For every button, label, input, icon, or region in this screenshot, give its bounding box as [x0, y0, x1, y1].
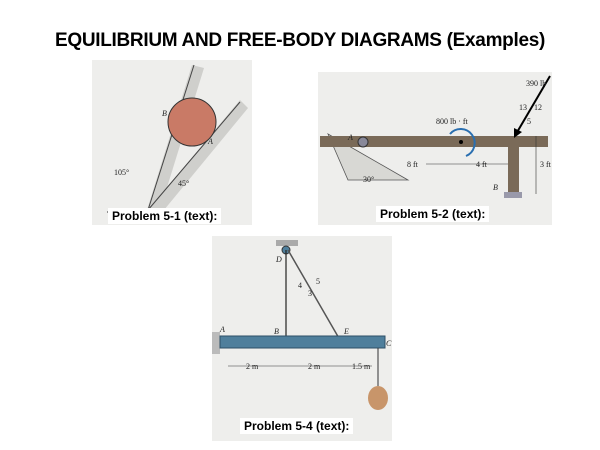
- bent-beam-diagram: 390 lb 13 12 5 800 lb · ft A B 8 ft 4 ft…: [320, 75, 552, 198]
- label-b: B: [162, 109, 167, 118]
- sphere-between-planes-diagram: B A 105° 45°: [107, 64, 248, 213]
- label-slope-12: 12: [534, 103, 542, 112]
- label-moment: 800 lb · ft: [436, 117, 469, 126]
- label-b: B: [274, 327, 279, 336]
- weight-bag: [368, 386, 388, 410]
- label-slope-13: 13: [519, 103, 527, 112]
- moment-arrow: [449, 128, 476, 157]
- label-dim-3: 1.5 m: [352, 362, 371, 371]
- label-e: E: [343, 327, 349, 336]
- sphere: [167, 97, 217, 147]
- label-b: B: [493, 183, 498, 192]
- label-slope-4: 4: [298, 281, 302, 290]
- label-dim-3: 3 ft: [540, 160, 552, 169]
- beam: [219, 335, 386, 349]
- slide-title: EQUILIBRIUM AND FREE-BODY DIAGRAMS (Exam…: [54, 30, 546, 51]
- label-dim-4: 4 ft: [476, 160, 488, 169]
- problem-5-4-caption: Problem 5-4 (text):: [240, 418, 354, 434]
- label-d: D: [275, 255, 282, 264]
- label-a: A: [219, 325, 225, 334]
- beam-vertical: [508, 136, 519, 192]
- label-slope-5: 5: [527, 117, 531, 126]
- force-arrow: [515, 75, 551, 135]
- label-slope-3: 3: [308, 289, 312, 298]
- label-dim-1: 2 m: [246, 362, 259, 371]
- label-slope-5: 5: [316, 277, 320, 286]
- beam-with-cables-diagram: D A B E C 3 4 5 2 m 2 m 1.5 m: [212, 240, 392, 410]
- label-angle-45: 45°: [178, 179, 189, 188]
- problem-5-1-figure: B A 105° 45°: [92, 60, 252, 225]
- label-a: A: [347, 133, 353, 142]
- label-angle: 30°: [363, 175, 374, 184]
- problem-5-2-caption: Problem 5-2 (text):: [376, 206, 490, 222]
- label-c: C: [386, 339, 392, 348]
- cable-de: [287, 249, 341, 341]
- label-angle-105: 105°: [114, 168, 129, 177]
- problem-5-4-figure: D A B E C 3 4 5 2 m 2 m 1.5 m: [212, 236, 392, 441]
- beam-horizontal: [320, 136, 548, 147]
- problem-5-2-figure: 390 lb 13 12 5 800 lb · ft A B 8 ft 4 ft…: [318, 72, 552, 225]
- label-dim-2: 2 m: [308, 362, 321, 371]
- right-plane: [148, 100, 248, 210]
- label-dim-8: 8 ft: [407, 160, 419, 169]
- label-force: 390 lb: [526, 79, 546, 88]
- label-a: A: [207, 137, 213, 146]
- problem-5-1-caption: Problem 5-1 (text):: [108, 208, 222, 224]
